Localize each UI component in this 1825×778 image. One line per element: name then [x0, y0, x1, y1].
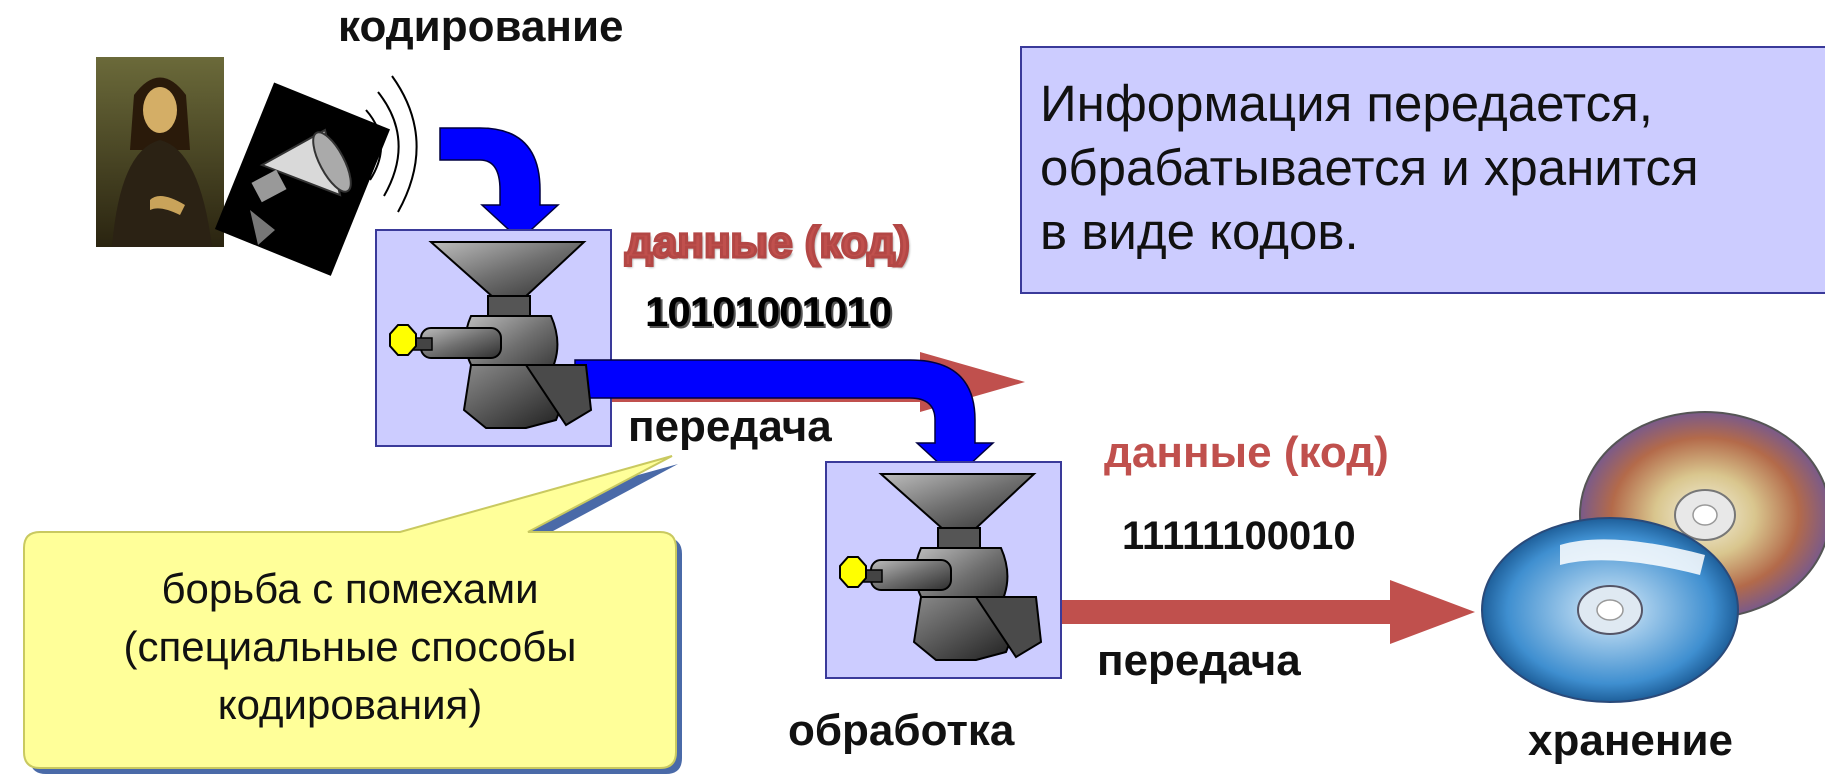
red-arrow-2 — [1030, 580, 1475, 644]
encoding-label: кодирование — [338, 2, 624, 51]
info-line-1: Информация передается, — [1040, 75, 1653, 132]
grinder-machine-icon-1 — [389, 241, 593, 429]
callout-line-1: борьба с помехами — [161, 565, 539, 612]
callout-line-3: кодирования) — [217, 681, 483, 728]
code-value-1: 10101001010 — [645, 288, 892, 335]
transfer-label-1: передача — [628, 402, 832, 451]
disc-icon — [1481, 411, 1825, 703]
callout-bubble — [23, 455, 677, 769]
info-line-3: в виде кодов. — [1040, 203, 1359, 260]
info-box: Информация передается, обрабатывается и … — [1020, 46, 1825, 294]
transfer-arrow-1 — [574, 359, 995, 480]
processing-label: обработка — [788, 706, 1015, 755]
encoding-arrow — [439, 127, 560, 242]
mona-lisa-image — [96, 57, 224, 247]
info-line-2: обрабатывается и хранится — [1040, 139, 1699, 196]
data-code-label-1: данные (код) — [624, 217, 912, 269]
grinder-machine-icon-2 — [839, 473, 1043, 661]
code-value-2: 11111100010 — [1122, 514, 1356, 558]
loudspeaker-icon — [214, 75, 418, 276]
transfer-label-2: передача — [1097, 636, 1301, 685]
storage-label: хранение — [1528, 716, 1733, 765]
data-code-label-2: данные (код) — [1104, 428, 1389, 477]
callout-text: борьба с помехами (специальные способы к… — [40, 560, 660, 734]
callout-line-2: (специальные способы — [123, 623, 577, 670]
